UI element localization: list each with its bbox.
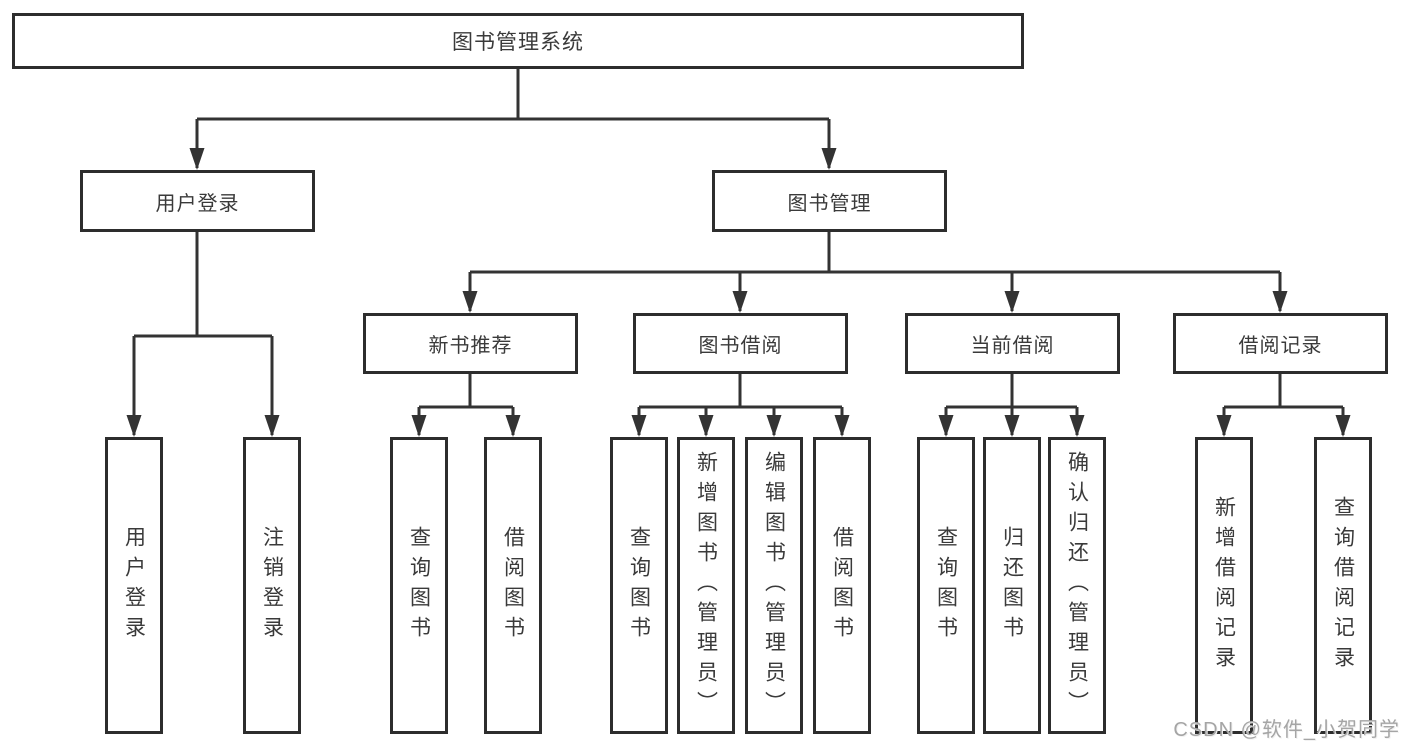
leaf-logout: 注销登录: [243, 437, 301, 734]
leaf-borrow-book-2-label: 借阅图书: [830, 525, 854, 646]
leaf-query-book-3-label: 查询图书: [934, 525, 958, 646]
leaf-query-borrow-record-label: 查询借阅记录: [1331, 495, 1355, 676]
node-current-borrow-label: 当前借阅: [970, 335, 1055, 357]
node-user-login: 用户登录: [80, 170, 315, 232]
leaf-borrow-book-2: 借阅图书: [813, 437, 871, 734]
leaf-user-login-label: 用户登录: [122, 525, 146, 646]
leaf-add-borrow-record-label: 新增借阅记录: [1212, 495, 1236, 676]
leaf-return-book: 归还图书: [983, 437, 1041, 734]
leaf-query-book-1: 查询图书: [390, 437, 448, 734]
leaf-edit-book-label: 编辑图书（管理员）: [762, 450, 786, 721]
node-book-management: 图书管理: [712, 170, 947, 232]
leaf-user-login: 用户登录: [105, 437, 163, 734]
leaf-confirm-return: 确认归还（管理员）: [1048, 437, 1106, 734]
arrowhead-icons: [126, 148, 1351, 437]
node-new-book-recommend-label: 新书推荐: [428, 335, 513, 357]
node-borrow-records-label: 借阅记录: [1238, 335, 1323, 357]
leaf-logout-label: 注销登录: [260, 525, 284, 646]
node-new-book-recommend: 新书推荐: [363, 313, 578, 374]
node-book-management-label: 图书管理: [787, 192, 872, 215]
leaf-confirm-return-label: 确认归还（管理员）: [1065, 450, 1089, 721]
node-root: 图书管理系统: [12, 13, 1024, 69]
leaf-borrow-book-1-label: 借阅图书: [501, 525, 525, 646]
node-borrow-records: 借阅记录: [1173, 313, 1388, 374]
leaf-query-borrow-record: 查询借阅记录: [1314, 437, 1372, 734]
leaf-query-book-2-label: 查询图书: [627, 525, 651, 646]
leaf-edit-book: 编辑图书（管理员）: [745, 437, 803, 734]
leaf-add-borrow-record: 新增借阅记录: [1195, 437, 1253, 734]
leaf-query-book-1-label: 查询图书: [407, 525, 431, 646]
node-root-label: 图书管理系统: [452, 31, 584, 54]
node-current-borrow: 当前借阅: [905, 313, 1120, 374]
leaf-add-book-label: 新增图书（管理员）: [694, 450, 718, 721]
leaf-borrow-book-1: 借阅图书: [484, 437, 542, 734]
node-book-borrow: 图书借阅: [633, 313, 848, 374]
node-book-borrow-label: 图书借阅: [698, 335, 783, 357]
leaf-query-book-2: 查询图书: [610, 437, 668, 734]
leaf-add-book: 新增图书（管理员）: [677, 437, 735, 734]
leaf-return-book-label: 归还图书: [1000, 525, 1024, 646]
node-user-login-label: 用户登录: [155, 192, 240, 215]
leaf-query-book-3: 查询图书: [917, 437, 975, 734]
